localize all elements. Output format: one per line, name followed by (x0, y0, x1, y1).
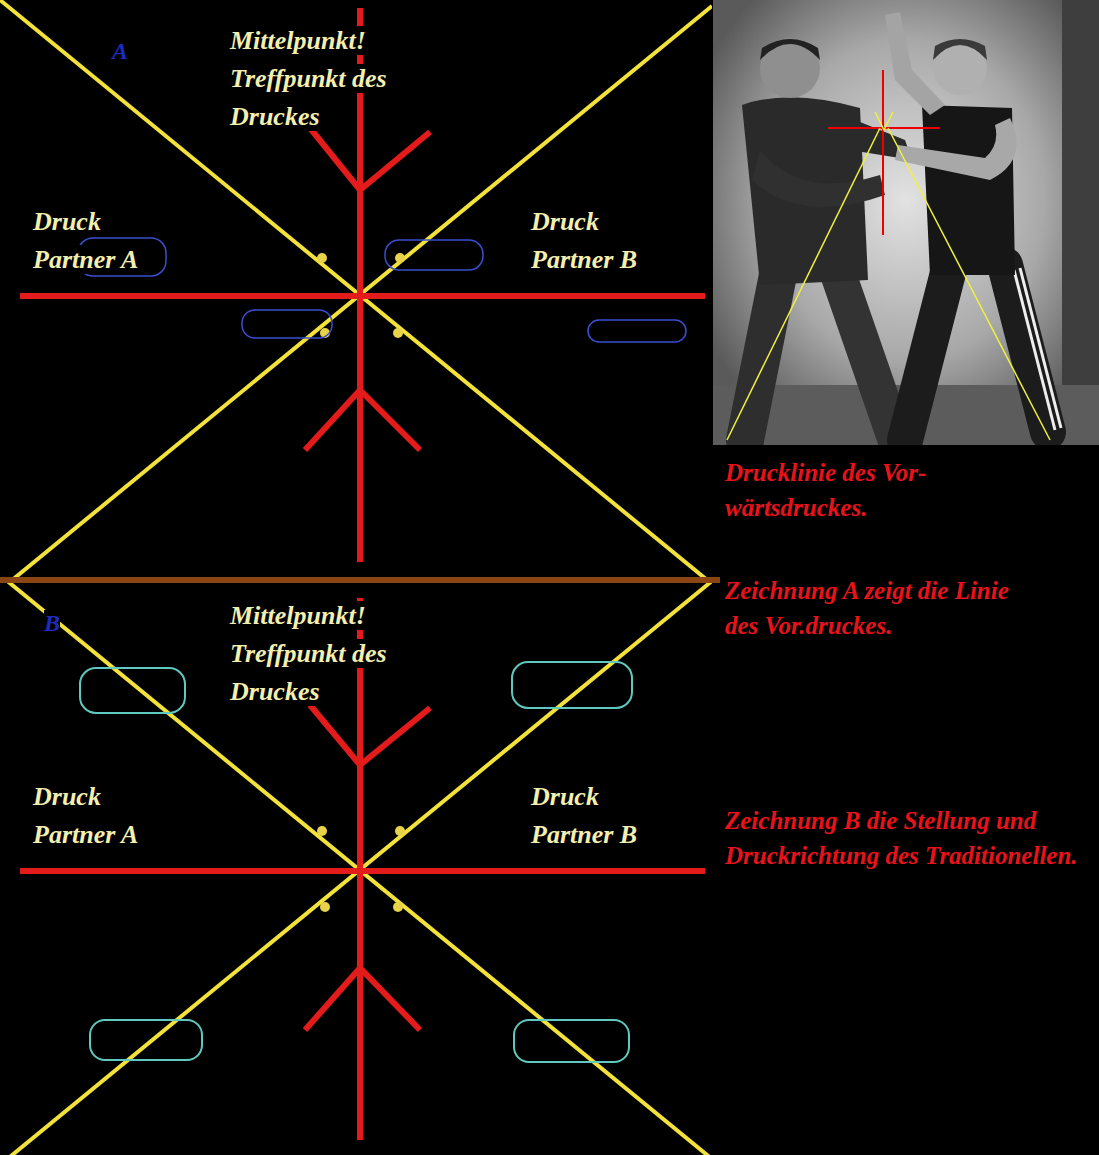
arrow-chevron (305, 390, 420, 450)
contact-dot (317, 826, 327, 836)
center-note-box: Mittelpunkt! Treffpunkt des Druckes (230, 597, 445, 711)
center-note: Mittelpunkt! Treffpunkt des Druckes (230, 26, 387, 131)
contact-dot (395, 826, 405, 836)
caption-note: Zeichnung B die Stellung und Druckrichtu… (725, 807, 1078, 869)
caption-note: Zeichnung A zeigt die Linie des Vor.druc… (725, 577, 1009, 639)
contact-dot (395, 253, 405, 263)
person-left (742, 38, 912, 440)
partner-label-box: Druck Partner B (531, 778, 681, 854)
partner-label: Druck Partner A (33, 782, 138, 849)
photo-wall (713, 0, 1099, 445)
contact-dot (320, 902, 330, 912)
caption-note-box: Drucklinie des Vor- wärtsdruckes. (725, 455, 1025, 525)
figure-letter: B (44, 610, 60, 636)
center-note-box: Mittelpunkt! Treffpunkt des Druckes (230, 22, 445, 136)
drawing-a (0, 0, 712, 578)
arrow-chevron (305, 968, 420, 1030)
foot-marker (80, 668, 185, 713)
divider-line (0, 577, 720, 583)
caption-note-box: Zeichnung A zeigt die Linie des Vor.druc… (725, 573, 1035, 643)
vertical-axis (357, 598, 363, 1140)
photo-door (1062, 0, 1099, 445)
contact-dot (393, 328, 403, 338)
photo (713, 0, 1099, 445)
figure-letter-box: A (112, 36, 152, 66)
foot-marker (90, 1020, 202, 1060)
partner-label: Druck Partner A (33, 207, 138, 274)
partner-label: Druck Partner B (531, 207, 637, 274)
force-diagonal (0, 6, 712, 578)
partner-label: Druck Partner B (531, 782, 637, 849)
contact-dot (317, 253, 327, 263)
partner-label-box: Druck Partner A (33, 203, 183, 279)
caption-note-box: Zeichnung B die Stellung und Druckrichtu… (725, 803, 1090, 873)
figure-letter-box: B (44, 608, 84, 638)
foot-marker (242, 310, 332, 338)
force-diagonal (0, 583, 712, 1155)
drawing-b (0, 583, 712, 1155)
pressure-line (727, 128, 880, 440)
pressure-apex (875, 112, 893, 130)
center-note: Mittelpunkt! Treffpunkt des Druckes (230, 601, 387, 706)
force-diagonal (0, 0, 712, 578)
foot-marker (514, 1020, 629, 1062)
figure-letter: A (112, 38, 128, 64)
person-right (885, 12, 1061, 440)
foot-marker (385, 240, 483, 270)
contact-dot (393, 902, 403, 912)
center-cross (882, 70, 884, 235)
arrow-chevron (310, 705, 430, 765)
foot-marker (512, 662, 632, 708)
partner-label-box: Druck Partner B (531, 203, 681, 279)
pressure-line (888, 128, 1050, 440)
arrow-chevron (310, 128, 430, 190)
partner-label-box: Druck Partner A (33, 778, 183, 854)
caption-note: Drucklinie des Vor- wärtsdruckes. (725, 459, 926, 521)
foot-marker (588, 320, 686, 342)
